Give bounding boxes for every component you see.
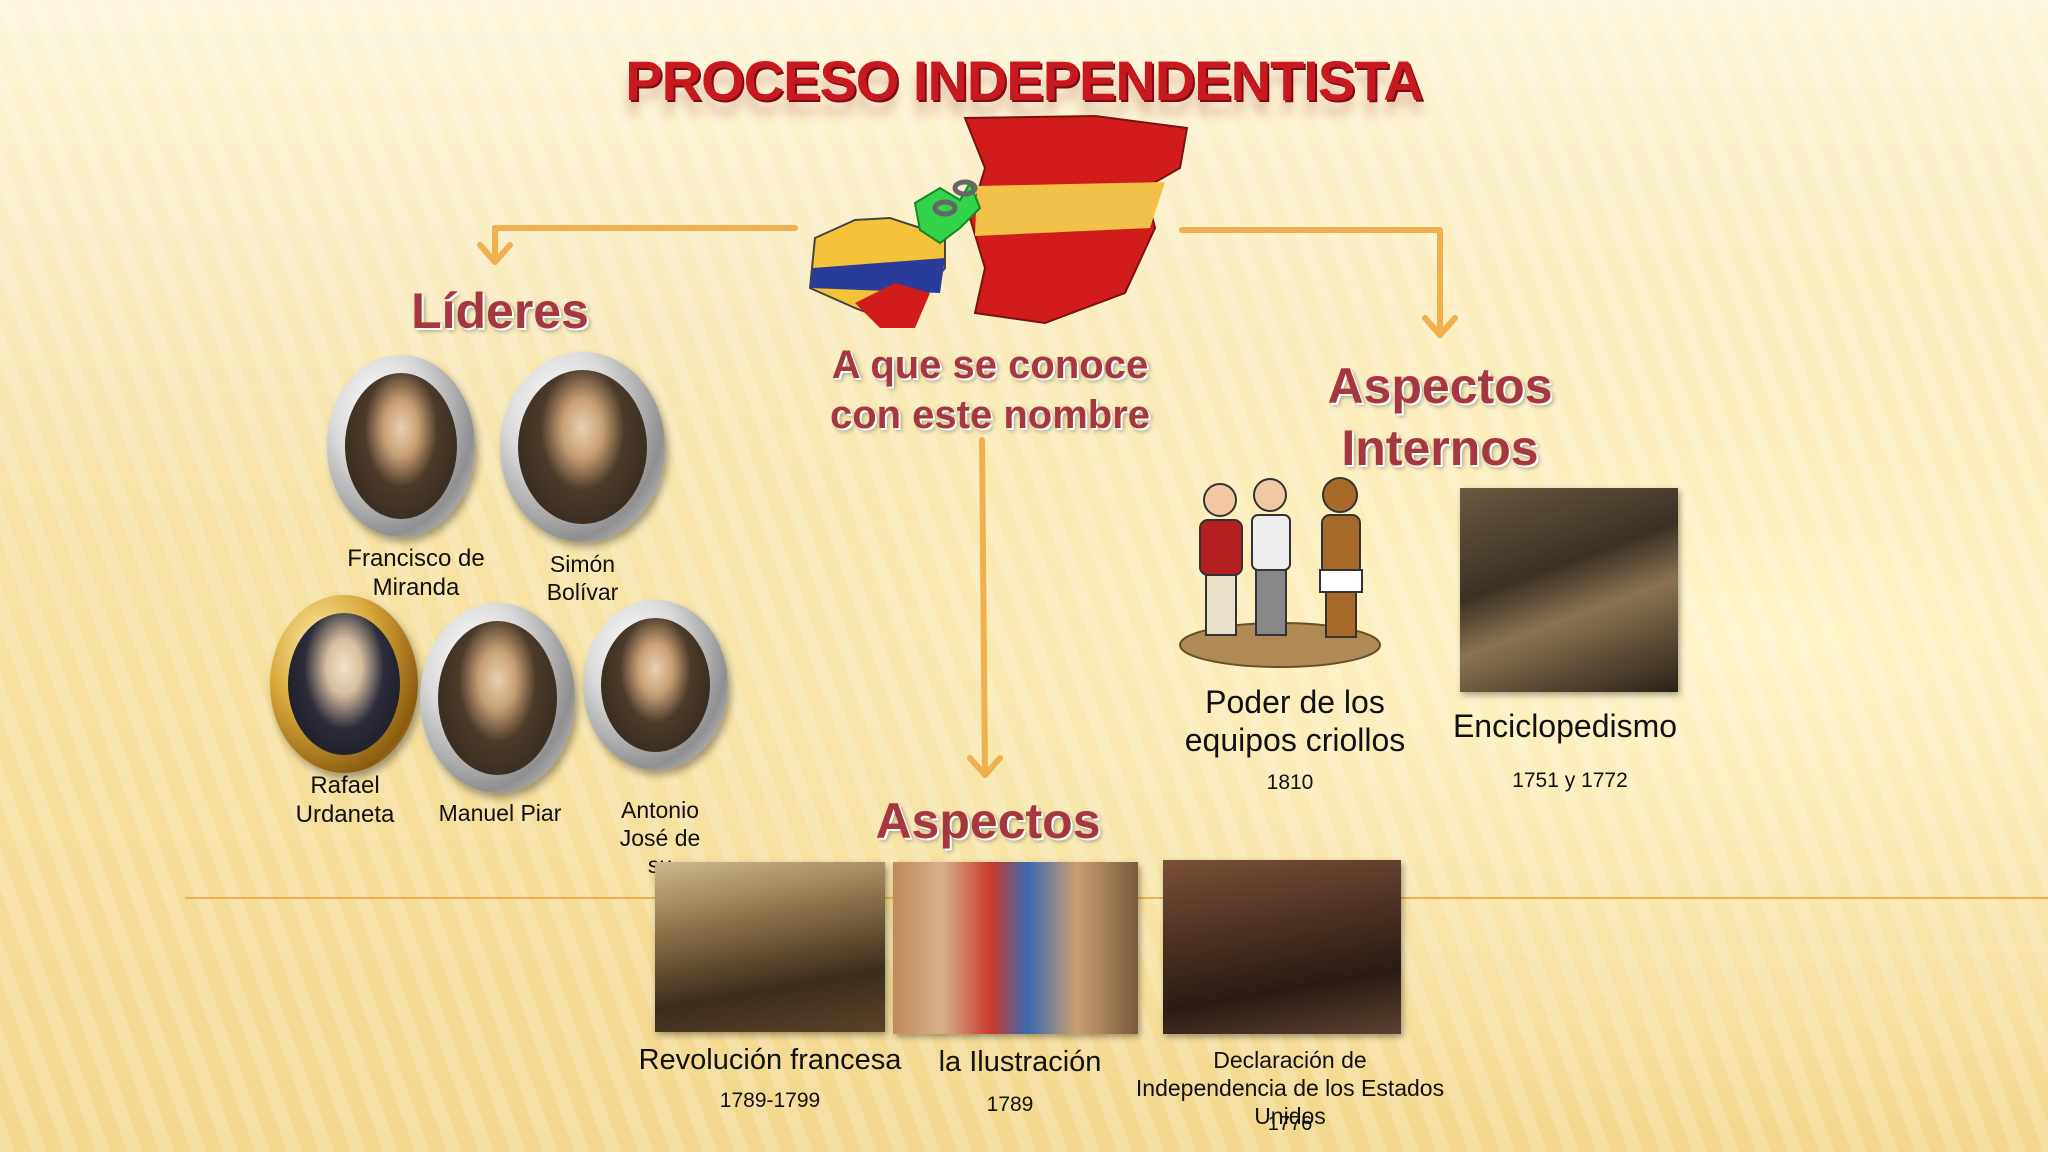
arrow-to-internal xyxy=(1179,227,1443,338)
enciclopedismo-painting xyxy=(1460,488,1678,692)
caption-francisco-de-miranda: Francisco de Miranda xyxy=(306,545,526,603)
portrait-manuel-piar xyxy=(420,603,575,793)
internal-aspects-heading: Aspectos Internos xyxy=(1290,355,1590,479)
arrowhead-leaders xyxy=(477,242,513,265)
leaders-heading: Líderes xyxy=(411,283,589,339)
caption-line: Simón xyxy=(549,551,616,577)
arrowhead-external xyxy=(967,755,1003,778)
date-ilustracion: 1789 xyxy=(986,1093,1034,1116)
criollos-illustration xyxy=(1179,477,1381,668)
date-revolucion-francesa: 1789-1799 xyxy=(719,1089,821,1112)
caption-line: Unidos xyxy=(1254,1103,1326,1129)
heading-line: Internos xyxy=(1341,420,1539,476)
portrait-francisco-de-miranda xyxy=(327,355,475,537)
heading-line: Aspectos xyxy=(1327,358,1553,414)
caption-line: Poder de los xyxy=(1205,684,1385,720)
portrait-rafael-urdaneta xyxy=(270,595,418,773)
caption-revolucion-francesa: Revolución francesa xyxy=(638,1044,902,1076)
caption-line: equipos criollos xyxy=(1184,722,1406,759)
ilustracion-painting xyxy=(893,862,1138,1034)
caption-line: José de xyxy=(619,824,701,851)
arrowhead-internal xyxy=(1422,315,1458,338)
caption-line: Bolívar xyxy=(546,578,619,605)
portrait-simon-bolivar xyxy=(500,352,665,542)
caption-line: Antonio xyxy=(620,797,699,823)
caption-line: Francisco de xyxy=(347,545,485,572)
center-question-line2: con este nombre xyxy=(829,393,1151,437)
caption-poder-criollos: Poder de los equipos criollos xyxy=(1160,683,1430,760)
caption-enciclopedismo: Enciclopedismo xyxy=(1452,708,1678,744)
caption-line: Miranda xyxy=(372,573,460,601)
caption-line: Urdaneta xyxy=(295,800,395,828)
caption-simon-bolivar: Simón Bolívar xyxy=(510,551,655,606)
heading-line: Aspectos xyxy=(875,793,1101,849)
portrait-antonio-jose-de-sucre xyxy=(583,600,728,770)
caption-declaracion-independencia: Declaración de Independencia de los Esta… xyxy=(1120,1046,1460,1130)
center-question-line1: A que se conoce xyxy=(831,343,1149,387)
caption-manuel-piar: Manuel Piar xyxy=(420,800,580,828)
caption-ilustracion: la Ilustración xyxy=(938,1046,1102,1078)
revolucion-francesa-painting xyxy=(655,862,885,1032)
date-declaracion-independencia: 1776 xyxy=(1267,1113,1313,1135)
declaracion-independencia-painting xyxy=(1163,860,1401,1034)
date-poder-criollos: 1810 xyxy=(1266,771,1314,794)
arrow-to-external xyxy=(979,437,988,778)
caption-line: Declaración de xyxy=(1213,1047,1367,1073)
date-enciclopedismo: 1751 y 1772 xyxy=(1512,769,1628,792)
center-question: A que se conoce con este nombre xyxy=(780,340,1200,440)
page-title: PROCESO INDEPENDENTISTA xyxy=(625,49,1423,112)
caption-rafael-urdaneta: Rafael Urdaneta xyxy=(265,772,425,830)
caption-line: Rafael xyxy=(310,772,380,799)
arrow-to-leaders xyxy=(492,225,798,265)
map-illustration xyxy=(808,114,1189,328)
caption-line: Manuel Piar xyxy=(438,800,562,826)
caption-line: Independencia de los Estados xyxy=(1135,1075,1445,1101)
